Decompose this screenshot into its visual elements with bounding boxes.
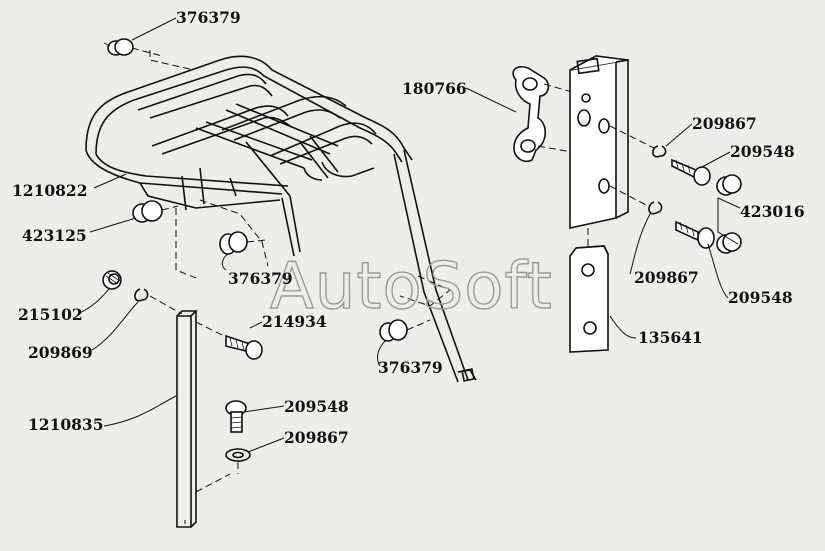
cap-376379-mid bbox=[219, 231, 267, 255]
part-labels: 376379 180766 209867 209548 423016 12108… bbox=[12, 8, 805, 447]
label-209869: 209869 bbox=[28, 343, 93, 362]
cap-423125 bbox=[132, 200, 179, 223]
label-209867-c: 209867 bbox=[284, 428, 349, 447]
label-423125: 423125 bbox=[22, 226, 87, 245]
label-376379-low: 376379 bbox=[378, 358, 443, 377]
bolt-209548-a bbox=[671, 158, 711, 186]
label-209548-c: 209548 bbox=[284, 397, 349, 416]
cap-376379-top bbox=[103, 38, 163, 57]
label-1210822: 1210822 bbox=[12, 181, 88, 200]
label-423016: 423016 bbox=[740, 202, 805, 221]
bolt-209548-c bbox=[225, 400, 247, 433]
washer-209867-a bbox=[652, 145, 667, 158]
cap-376379-low bbox=[379, 319, 431, 342]
bracket-tube-1210835 bbox=[176, 310, 231, 528]
label-215102: 215102 bbox=[18, 305, 83, 324]
leader-lines bbox=[77, 17, 741, 453]
label-180766: 180766 bbox=[402, 79, 467, 98]
washer-209867-b bbox=[648, 201, 663, 215]
label-1210835: 1210835 bbox=[28, 415, 104, 434]
label-209548-a: 209548 bbox=[730, 142, 795, 161]
plate-135641 bbox=[569, 245, 609, 353]
label-209867-a: 209867 bbox=[692, 114, 757, 133]
rack-frame-1210822 bbox=[85, 50, 477, 383]
bolt-209548-b bbox=[675, 220, 715, 249]
label-376379-top: 376379 bbox=[176, 8, 241, 27]
label-135641: 135641 bbox=[638, 328, 703, 347]
bolt-214934 bbox=[225, 334, 263, 360]
label-209867-b: 209867 bbox=[634, 268, 699, 287]
nut-215102 bbox=[102, 270, 122, 290]
square-tube bbox=[569, 55, 655, 248]
label-376379-mid: 376379 bbox=[228, 269, 293, 288]
caps-423016 bbox=[716, 174, 742, 254]
label-209548-b: 209548 bbox=[728, 288, 793, 307]
washer-209867-c bbox=[225, 448, 251, 474]
watermark: AutoSoft bbox=[270, 250, 553, 324]
washer-209869 bbox=[134, 288, 183, 315]
label-214934: 214934 bbox=[262, 312, 327, 331]
